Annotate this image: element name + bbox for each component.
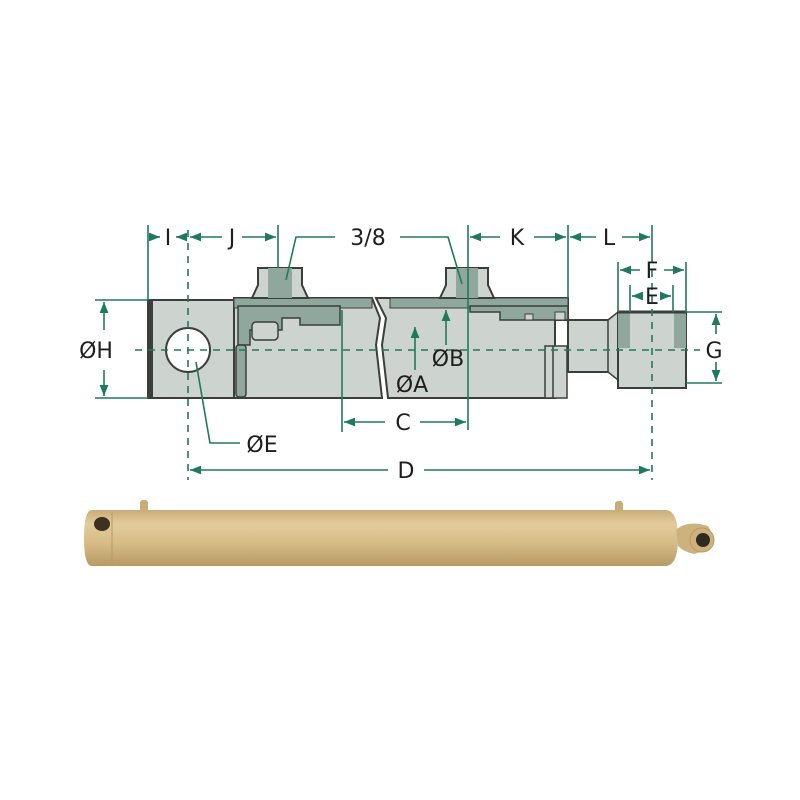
label-A: ØA (396, 373, 428, 398)
label-J: J (227, 226, 236, 251)
piston-rod (567, 319, 614, 373)
label-pin-E: ØE (246, 433, 277, 458)
label-F: F (646, 259, 659, 284)
label-D: D (398, 459, 415, 484)
cylinder-photo (84, 500, 715, 566)
label-B: ØB (432, 347, 464, 372)
label-L: L (603, 226, 616, 251)
label-K: K (510, 226, 525, 251)
label-G: G (705, 339, 722, 364)
dimension-lines (95, 225, 722, 480)
dimension-labels: I J 3/8 K L F E G ØH ØB ØA C ØE D (79, 226, 722, 484)
label-port-thread: 3/8 (350, 226, 385, 251)
rear-eye-hole (94, 517, 110, 531)
cylinder-section-drawing (147, 267, 687, 399)
label-H: ØH (79, 339, 113, 364)
label-E: E (645, 285, 659, 310)
label-I: I (165, 226, 172, 251)
port-nipple-rear (140, 500, 148, 512)
cylinder-tube (84, 510, 678, 566)
label-C: C (395, 411, 410, 436)
